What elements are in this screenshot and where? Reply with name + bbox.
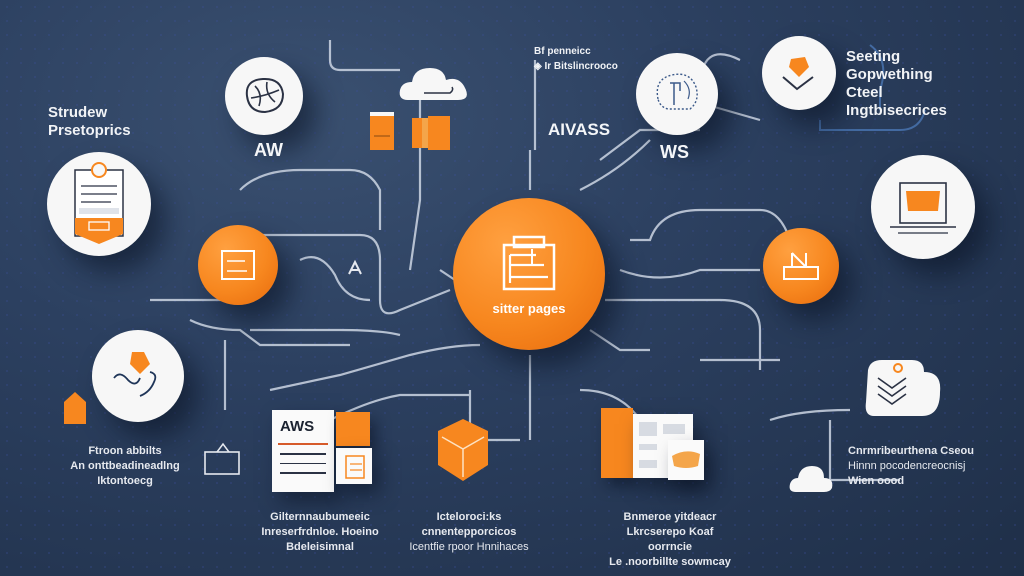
circuit-brain-icon — [656, 73, 698, 110]
clipboard-document-icon — [74, 162, 124, 244]
hexagon-cube-icon — [438, 419, 488, 481]
aivass-label: AIVASS — [548, 120, 611, 139]
aws-document-title: AWS — [280, 418, 315, 435]
laptop-node — [871, 155, 975, 259]
aws-document-icon — [345, 455, 365, 479]
center-node[interactable]: sitter pages — [453, 198, 605, 350]
center-node-label: sitter pages — [492, 300, 566, 316]
shield-chevron-icon — [782, 57, 814, 91]
bottom-2-caption: Icteloroci:ks cnnentepporcicos Icentfie … — [409, 511, 529, 553]
small-cloud-icon — [789, 466, 833, 492]
folder-document-icon — [221, 250, 255, 280]
brochure-icon — [639, 422, 685, 468]
aws-orange-tab — [336, 412, 370, 446]
bottom-1-caption: Gilternnaubumeeic Inreserfrdnloe. Hoeino… — [261, 511, 379, 553]
book-cloud-icon — [865, 360, 941, 416]
server-blocks-icon — [370, 112, 450, 150]
right-bottom-caption: Cnrmribeurthena Cseou Hinnn pocodencreoc… — [848, 445, 974, 487]
shield-node — [762, 36, 836, 110]
aw-label: AW — [254, 140, 283, 160]
cloud-icon — [399, 68, 467, 100]
lock-icon: ◈ — [534, 61, 542, 72]
brochure-small-card — [668, 440, 704, 480]
document-stack-icon — [502, 235, 556, 290]
network-box-node — [92, 330, 184, 422]
circuit-brain-node — [636, 53, 718, 135]
aws-small-card — [336, 448, 372, 484]
brain-sketch-icon — [245, 77, 285, 114]
left-bottom-caption: Ftroon abbilts An onttbeadineadlng Ikton… — [70, 445, 180, 487]
boat-icon — [672, 451, 700, 468]
top-right-heading: Seeting Gopwething Cteel Ingtbisecrices — [846, 48, 947, 119]
top-middle-caption: Bf penneicc ◈ Ir Bitslincrooco — [534, 46, 618, 72]
clipboard-node — [47, 152, 151, 256]
folder-node — [198, 225, 278, 305]
workstation-node — [763, 228, 839, 304]
top-left-heading: Strudew Prsetoprics — [48, 104, 131, 139]
aws-document-card: AWS — [272, 410, 334, 492]
ws-label: WS — [660, 142, 689, 162]
bottom-3-caption: Bnmeroe yitdeacr Lkrcserepo Koaf oorrnci… — [609, 511, 731, 568]
brain-node — [225, 57, 303, 135]
briefcase-icon — [204, 442, 240, 475]
house-tag-icon — [64, 392, 86, 424]
workstation-icon — [783, 252, 819, 280]
laptop-icon — [890, 182, 956, 234]
network-knot-icon — [348, 259, 362, 275]
network-box-icon — [113, 352, 157, 397]
brochure-cover — [601, 408, 633, 478]
